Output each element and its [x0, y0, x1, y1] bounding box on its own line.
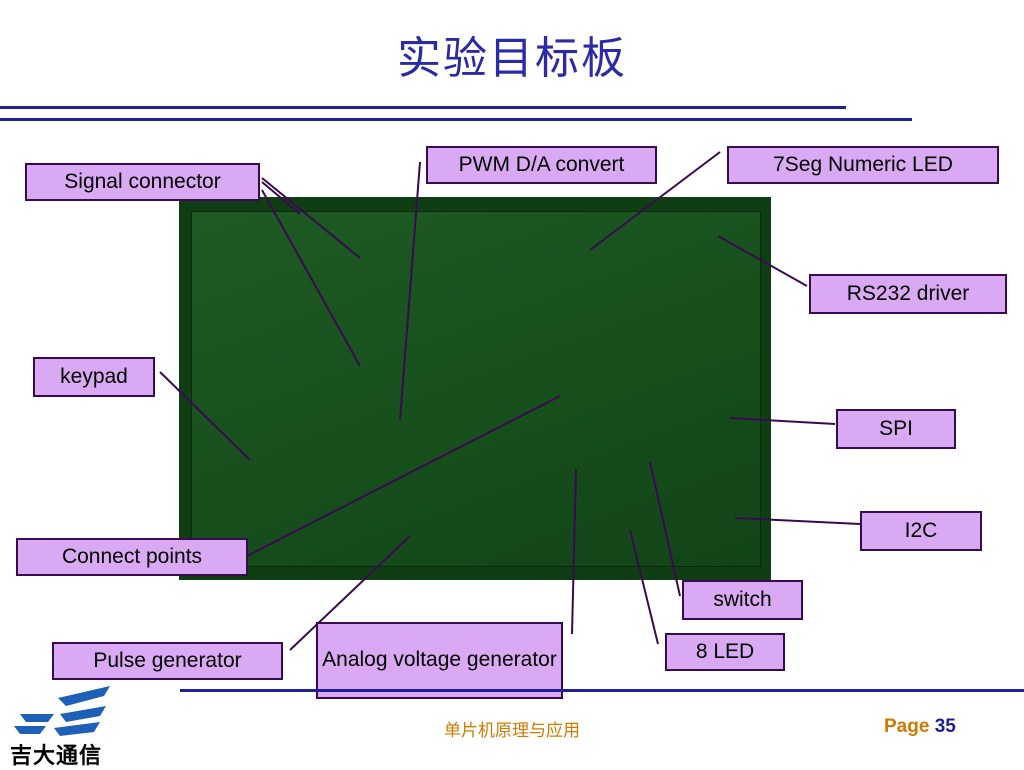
callout-pwm-da-convert: PWM D/A convert: [426, 146, 657, 184]
callout-signal-connector: Signal connector: [25, 163, 260, 201]
callout-i2c: I2C: [860, 511, 982, 551]
callout-spi: SPI: [836, 409, 956, 449]
board-pcb: [191, 211, 761, 567]
callout-switch: switch: [682, 580, 803, 620]
callout-rs232-driver: RS232 driver: [809, 274, 1007, 314]
experiment-board-photo: [179, 197, 771, 580]
university-logo-icon: [14, 686, 110, 736]
page-number: 35: [934, 716, 956, 737]
page-indicator: Page 35: [884, 716, 956, 738]
callout-keypad: keypad: [33, 357, 155, 397]
callout-7seg-numeric-led: 7Seg Numeric LED: [727, 146, 999, 184]
footer-rule: [180, 689, 1024, 692]
logo-text: 吉大通信: [10, 744, 103, 769]
title-rule-top: [0, 106, 846, 109]
page-label: Page: [884, 716, 930, 737]
callout-8-led: 8 LED: [665, 633, 785, 671]
callout-pulse-generator: Pulse generator: [52, 642, 283, 680]
callout-connect-points: Connect points: [16, 538, 248, 576]
title-rule-bottom: [0, 118, 912, 121]
callout-analog-voltage-generator: Analog voltage generator: [316, 622, 563, 699]
footer-course-title: 单片机原理与应用: [444, 721, 580, 741]
slide-title: 实验目标板: [397, 33, 627, 84]
